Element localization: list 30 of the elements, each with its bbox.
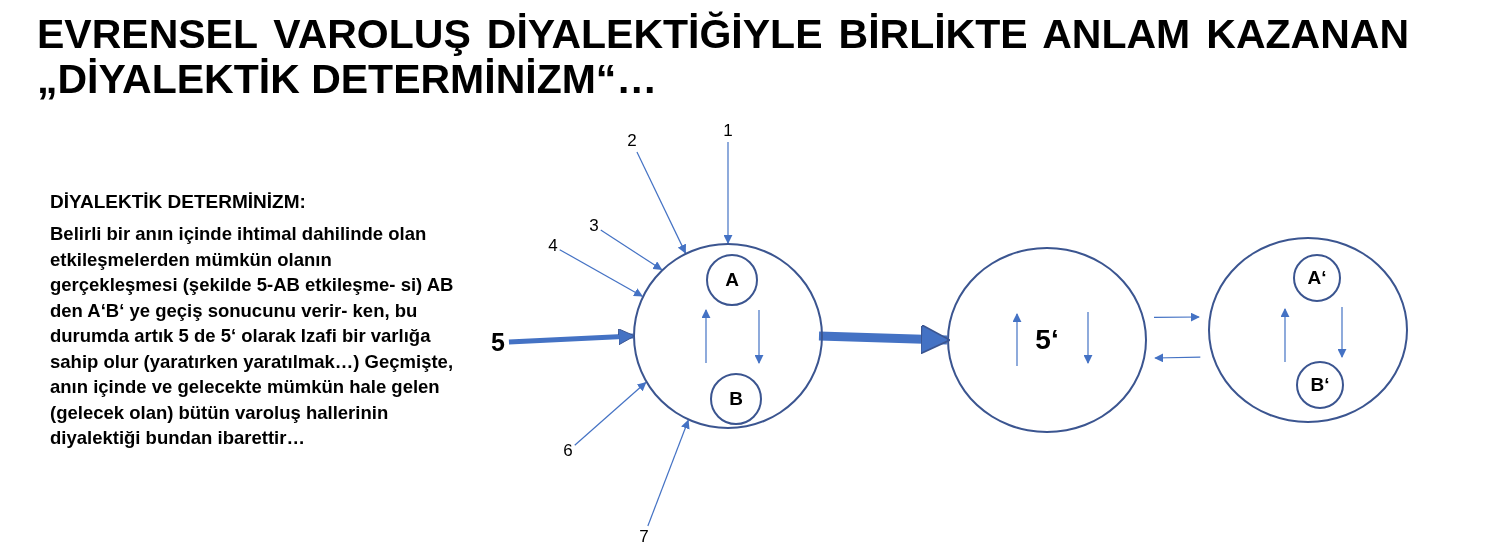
arrow xyxy=(1153,312,1200,322)
heading: DİYALEKTİK DETERMİNİZM: xyxy=(50,190,307,214)
arrow xyxy=(1154,353,1201,363)
state-circle xyxy=(633,243,823,429)
arrow xyxy=(600,229,663,271)
callout-number: 3 xyxy=(589,217,599,235)
letter-circle: A‘ xyxy=(1293,254,1341,302)
callout-number: 1 xyxy=(723,122,733,140)
letter-circle: B‘ xyxy=(1296,361,1344,409)
callout-number: 5 xyxy=(491,329,505,355)
arrow xyxy=(508,328,636,346)
state-circle: 5‘ xyxy=(947,247,1147,433)
arrow xyxy=(574,381,647,446)
letter-circle: B xyxy=(710,373,762,425)
description-paragraph: Belirli bir anın içinde ihtimal dahilinde olan etkileşmelerden mümkün olanın gerçekleşmesi (şekilde 5-AB etkileşme- si) AB den A‘B‘ ye geçiş sonucunu verir- ken, bu durumda artık 5 de 5‘ olarak Izafi bir varlığa sahip olur (yaratırken yaratılmak…) Geçmişte, anın içinde ve gelecekte mümkün hale gelen (gelecek olan) bütün varoluş hallerinin diyalektiği bundan ibarettir… xyxy=(50,222,455,450)
title: EVRENSEL VAROLUŞ DİYALEKTİĞİYLE BİRLİKTE ANLAM KAZANAN „DİYALEKTİK DETERMİNİZM“… xyxy=(37,12,1409,102)
callout-number: 6 xyxy=(563,442,573,460)
arrow xyxy=(701,309,711,364)
state-circle xyxy=(1208,237,1408,423)
callout-number: 7 xyxy=(639,528,649,546)
callout-number: 2 xyxy=(627,132,637,150)
arrow xyxy=(754,309,764,364)
arrow xyxy=(636,151,686,254)
callout-number: 4 xyxy=(548,237,558,255)
arrow xyxy=(559,249,643,297)
letter-circle: A xyxy=(706,254,758,306)
arrow xyxy=(1337,306,1347,358)
arrow xyxy=(723,141,733,244)
arrow xyxy=(647,419,690,527)
arrow xyxy=(1280,308,1290,363)
